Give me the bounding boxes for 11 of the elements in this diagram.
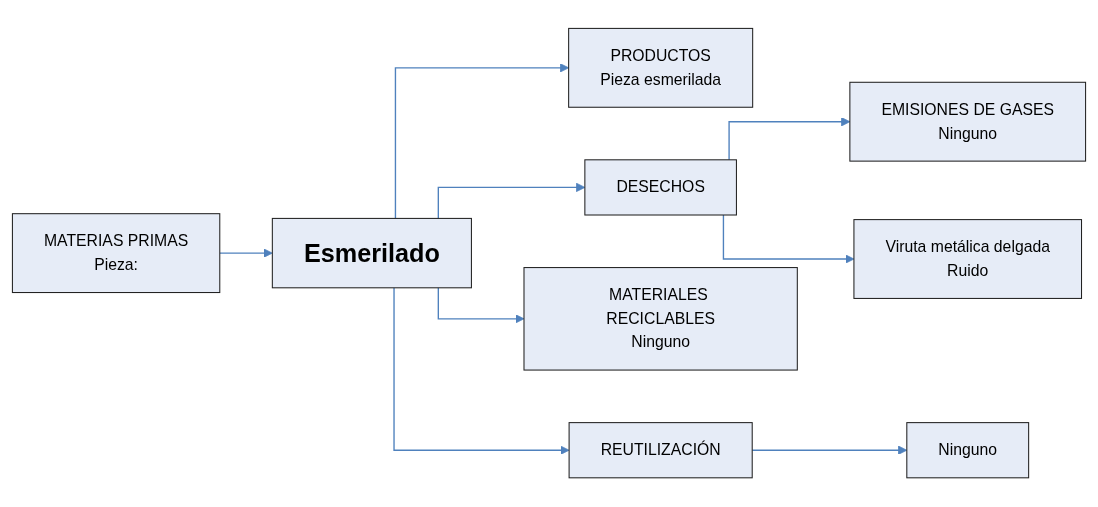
node-box: EMISIONES DE GASES Ninguno	[849, 82, 1087, 163]
arrow	[219, 248, 273, 259]
node-box: Viruta metálica delgada Ruido	[853, 219, 1083, 300]
node-box: MATERIAS PRIMAS Pieza:	[11, 213, 221, 294]
node-box: MATERIALES RECICLABLES Ninguno	[523, 267, 798, 371]
node-box: Esmerilado	[271, 218, 472, 289]
node-box: DESECHOS	[584, 159, 737, 216]
arrow	[393, 287, 570, 456]
node-box: REUTILIZACIÓN	[568, 422, 753, 479]
node-box: PRODUCTOS Pieza esmerilada	[568, 28, 754, 109]
node-box: Ninguno	[906, 422, 1030, 479]
